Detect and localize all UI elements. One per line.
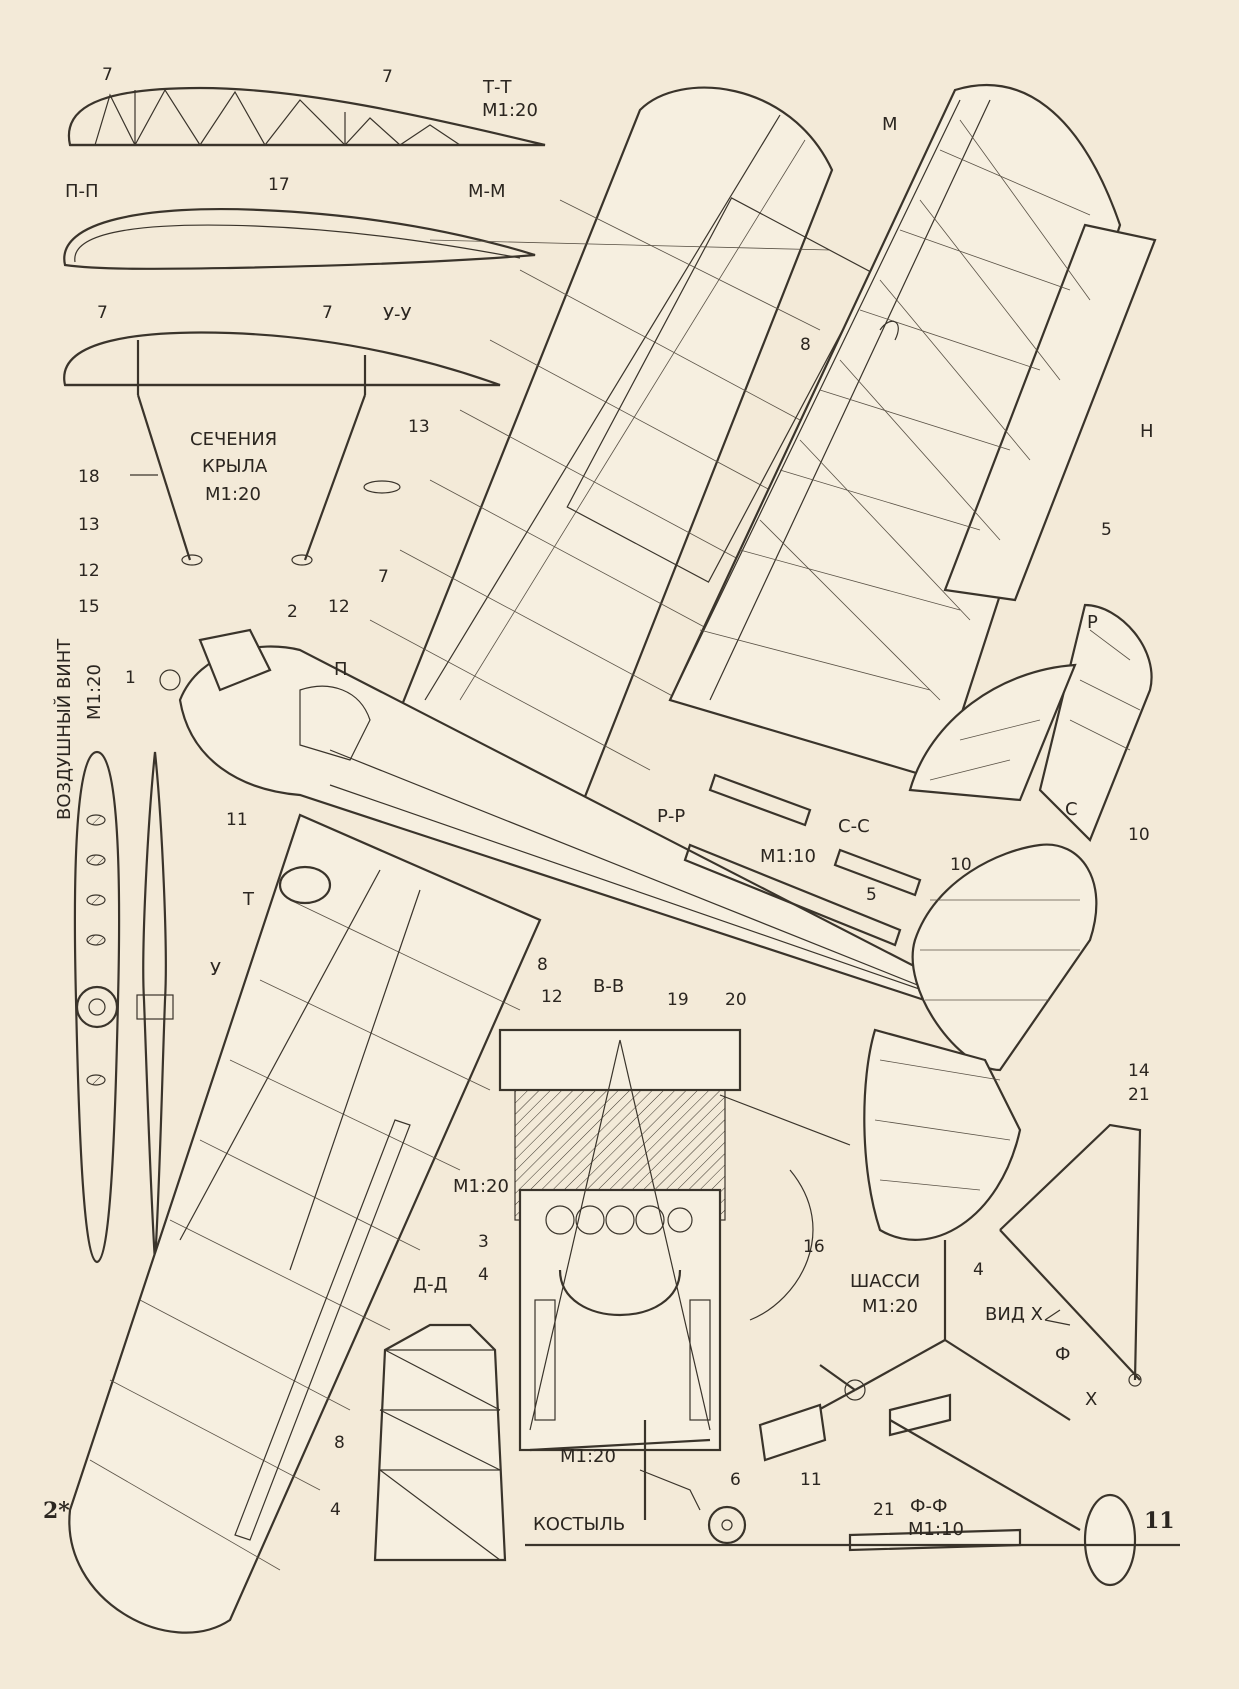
- callout-8-c: 8: [334, 1433, 345, 1453]
- callout-6: 6: [730, 1470, 741, 1490]
- wing-section-uu-with-struts: [63, 331, 501, 566]
- callout-4-a: 4: [478, 1265, 489, 1285]
- callout-20: 20: [725, 990, 747, 1010]
- callout-16: 16: [803, 1237, 825, 1257]
- callout-11-a: 11: [226, 810, 248, 830]
- callout-7-a: 7: [102, 65, 113, 85]
- callout-12-a: 12: [78, 561, 100, 581]
- label-chassis-scale: М1:20: [862, 1296, 918, 1317]
- cockpit-section-vv: [498, 1028, 851, 1452]
- label-vv: В-В: [593, 976, 624, 997]
- label-sections-scale: М1:20: [205, 484, 261, 505]
- callout-19: 19: [667, 990, 689, 1010]
- wing-frame-structure: [668, 84, 1157, 782]
- label-vv-scale: М1:20: [453, 1176, 509, 1197]
- callout-3: 3: [478, 1232, 489, 1252]
- tailplane: [863, 843, 1098, 1241]
- label-tt-scale: М1:20: [482, 100, 538, 121]
- label-rr: Р-Р: [657, 806, 685, 827]
- wing-section-pp-mm: [63, 207, 536, 270]
- label-u-cut: У: [210, 959, 221, 980]
- main-wing: [68, 86, 874, 1634]
- callout-7-e: 7: [378, 567, 389, 587]
- label-tt: Т-Т: [482, 77, 512, 98]
- section-dd: [373, 1323, 507, 1562]
- callout-8-b: 8: [537, 955, 548, 975]
- callout-11-b: 11: [800, 1470, 822, 1490]
- callout-21-b: 21: [873, 1500, 895, 1520]
- callout-5-a: 5: [1101, 520, 1112, 540]
- label-uu: У-У: [383, 304, 411, 325]
- callout-12-c: 12: [541, 987, 563, 1007]
- label-view-x: ВИД Х: [985, 1304, 1043, 1325]
- callout-2: 2: [287, 602, 298, 622]
- callout-7-b: 7: [382, 67, 393, 87]
- fin-part-r: [908, 603, 1153, 842]
- callout-10-b: 10: [1128, 825, 1150, 845]
- label-f-cut: Ф: [1055, 1344, 1071, 1365]
- fuselage: [159, 628, 982, 1017]
- callout-7-d: 7: [322, 303, 333, 323]
- page-number: 11: [1144, 1508, 1175, 1534]
- propeller: [73, 750, 174, 1264]
- callout-13-b: 13: [78, 515, 100, 535]
- label-rr-scale: М1:10: [760, 846, 816, 867]
- callout-5-b: 5: [866, 885, 877, 905]
- wing-section-tt: [67, 86, 546, 147]
- label-sections-1: СЕЧЕНИЯ: [190, 429, 277, 450]
- callout-17: 17: [268, 175, 290, 195]
- label-tailskid: КОСТЫЛЬ: [533, 1514, 625, 1535]
- label-tailskid-scale: М1:20: [560, 1446, 616, 1467]
- label-m: М: [882, 114, 898, 135]
- label-p-cut: П: [334, 659, 348, 680]
- label-r-cut: Р: [1087, 612, 1098, 633]
- label-pp: П-П: [65, 181, 99, 202]
- callout-8-a: 8: [800, 335, 811, 355]
- callout-4-c: 4: [330, 1500, 341, 1520]
- label-propeller: ВОЗДУШНЫЙ ВИНТ: [53, 638, 75, 820]
- label-ff: Ф-Ф: [910, 1496, 948, 1517]
- label-n: Н: [1140, 421, 1154, 442]
- label-mm: М-М: [468, 181, 506, 202]
- callout-14: 14: [1128, 1061, 1150, 1081]
- label-propeller-scale: М1:20: [84, 664, 105, 720]
- label-t-cut: Т: [242, 889, 255, 910]
- callout-7-c: 7: [97, 303, 108, 323]
- callout-15: 15: [78, 597, 100, 617]
- label-sections-2: КРЫЛА: [202, 456, 268, 477]
- label-s-cut: С: [1065, 799, 1078, 820]
- callout-12-b: 12: [328, 597, 350, 617]
- label-ff-scale: М1:10: [908, 1519, 964, 1540]
- callout-13-a: 13: [408, 417, 430, 437]
- callout-10-a: 10: [950, 855, 972, 875]
- callout-21-a: 21: [1128, 1085, 1150, 1105]
- label-dd: Д-Д: [413, 1274, 448, 1295]
- strut-profile-rr: [683, 773, 922, 947]
- label-chassis: ШАССИ: [850, 1271, 920, 1292]
- label-x: Х: [1085, 1389, 1097, 1410]
- callout-18: 18: [78, 467, 100, 487]
- tailskid: [525, 1420, 1180, 1547]
- label-cc: С-С: [838, 816, 870, 837]
- callout-4-b: 4: [973, 1260, 984, 1280]
- page-mark-left: 2*: [43, 1498, 70, 1524]
- callout-1: 1: [125, 668, 136, 688]
